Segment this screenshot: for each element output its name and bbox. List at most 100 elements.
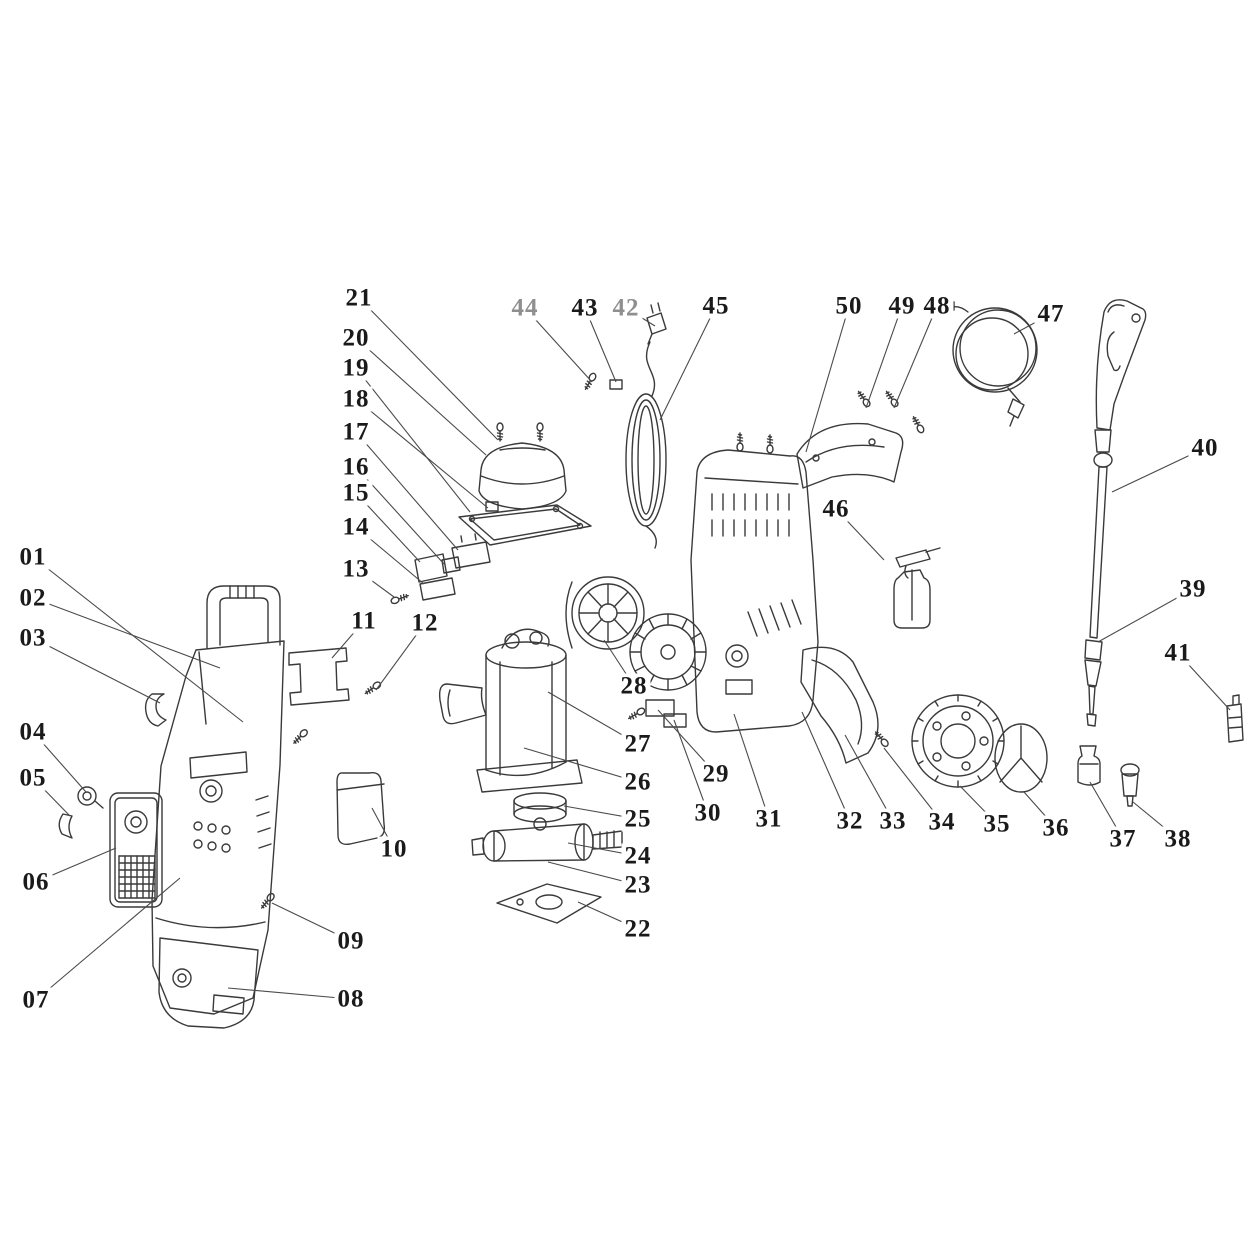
part-label-34: 34: [925, 809, 959, 835]
part-label-47: 47: [1034, 301, 1068, 327]
leader-line-32: [801, 711, 851, 822]
part-main-housing: [151, 585, 285, 1015]
part-label-39: 39: [1176, 576, 1210, 602]
part-label-35: 35: [980, 811, 1014, 837]
leader-line-01: [32, 556, 244, 723]
part-label-16: 16: [339, 454, 373, 480]
part-motor: [476, 628, 583, 793]
part-label-02: 02: [16, 585, 50, 611]
part-motor-cap: [478, 422, 567, 510]
part-rear-housing: [690, 432, 819, 733]
part-label-21: 21: [342, 285, 376, 311]
part-small-brackets: [626, 699, 687, 728]
part-label-25: 25: [621, 806, 655, 832]
part-label-20: 20: [339, 325, 373, 351]
part-label-17: 17: [339, 419, 373, 445]
leader-line-03: [32, 637, 161, 704]
part-handle-cover: [796, 422, 904, 489]
part-label-05: 05: [16, 765, 50, 791]
part-label-22: 22: [621, 916, 655, 942]
part-label-27: 27: [621, 731, 655, 757]
leader-line-20: [355, 337, 487, 456]
part-label-08: 08: [334, 986, 368, 1012]
part-label-40: 40: [1188, 435, 1222, 461]
part-label-36: 36: [1039, 815, 1073, 841]
part-spray-gun-lance: [1084, 299, 1147, 727]
part-label-06: 06: [19, 869, 53, 895]
part-label-19: 19: [339, 355, 373, 381]
leader-line-49: [865, 305, 903, 409]
part-label-12: 12: [408, 610, 442, 636]
part-label-01: 01: [16, 544, 50, 570]
part-label-23: 23: [621, 872, 655, 898]
part-knob-pieces: [58, 786, 104, 839]
part-pump-head: [513, 792, 567, 831]
part-lance-clip: [1226, 694, 1244, 743]
part-label-15: 15: [339, 480, 373, 506]
leader-line-31: [733, 713, 770, 820]
part-power-cord: [625, 302, 667, 549]
part-bracket: [288, 647, 350, 706]
part-label-46: 46: [819, 496, 853, 522]
part-detergent-bottle: [893, 547, 941, 629]
part-label-29: 29: [699, 761, 733, 787]
part-label-04: 04: [16, 719, 50, 745]
part-label-11: 11: [348, 608, 380, 634]
part-label-18: 18: [339, 386, 373, 412]
leader-line-02: [32, 597, 221, 669]
part-label-42: 42: [609, 295, 643, 321]
part-cord-clamp: [582, 371, 623, 392]
leader-line-07: [35, 877, 181, 1001]
leader-line-26: [523, 747, 639, 783]
part-label-30: 30: [691, 800, 725, 826]
part-label-31: 31: [752, 806, 786, 832]
part-label-10: 10: [377, 836, 411, 862]
part-front-panel: [109, 792, 163, 908]
part-label-14: 14: [339, 514, 373, 540]
leader-line-45: [659, 305, 717, 421]
part-holder: [336, 771, 386, 845]
part-mounting-plate: [458, 504, 592, 546]
part-label-48: 48: [920, 293, 954, 319]
leader-line-08: [227, 987, 352, 1000]
part-label-28: 28: [617, 673, 651, 699]
part-label-13: 13: [339, 556, 373, 582]
leader-line-18: [355, 398, 489, 509]
part-label-07: 07: [19, 987, 53, 1013]
part-label-37: 37: [1106, 826, 1140, 852]
part-wheel: [911, 694, 1005, 788]
part-motor-bracket: [438, 683, 487, 725]
part-spray-nozzle: [1120, 763, 1140, 807]
part-label-44: 44: [508, 295, 542, 321]
part-label-50: 50: [832, 293, 866, 319]
leader-line-30: [673, 719, 709, 814]
part-label-45: 45: [699, 293, 733, 319]
part-turbo-nozzle: [1077, 745, 1101, 786]
part-hose-coil: [943, 301, 1038, 427]
part-label-38: 38: [1161, 826, 1195, 852]
part-label-41: 41: [1161, 640, 1195, 666]
part-label-09: 09: [334, 928, 368, 954]
part-label-26: 26: [621, 769, 655, 795]
leader-line-17: [355, 431, 459, 551]
part-label-32: 32: [833, 808, 867, 834]
part-clip: [144, 693, 167, 727]
part-label-24: 24: [621, 843, 655, 869]
part-label-43: 43: [568, 295, 602, 321]
part-label-03: 03: [16, 625, 50, 651]
leader-line-33: [844, 734, 894, 822]
part-side-cover: [800, 646, 891, 764]
leader-line-21: [358, 297, 499, 441]
part-switch-cluster: [389, 501, 499, 606]
part-fan: [565, 576, 645, 650]
part-wheel-cap: [994, 723, 1048, 793]
part-label-33: 33: [876, 808, 910, 834]
leader-line-19: [355, 367, 471, 513]
part-base-cover: [158, 937, 259, 1029]
part-bottom-plate: [496, 883, 602, 924]
part-label-49: 49: [885, 293, 919, 319]
part-pump: [471, 823, 623, 862]
leader-line-48: [893, 305, 938, 409]
